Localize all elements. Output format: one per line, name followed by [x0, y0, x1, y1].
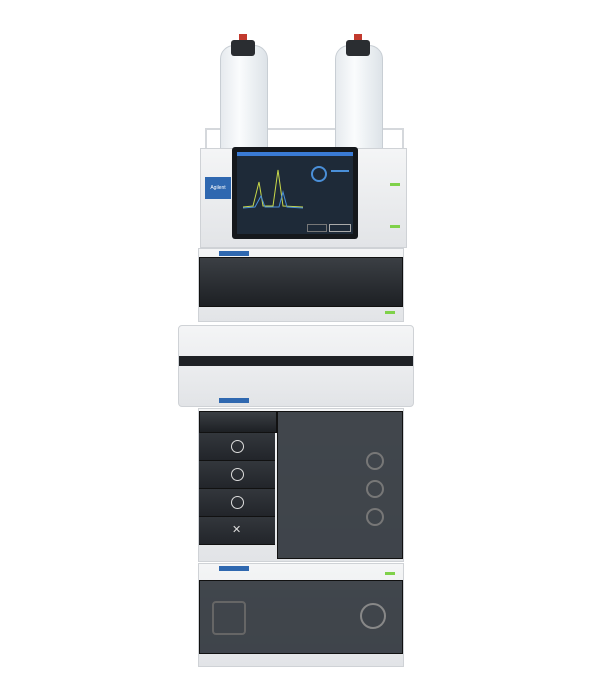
- instrument-touchscreen[interactable]: [232, 147, 358, 239]
- drawer-knob-icon: [231, 440, 244, 453]
- drawer-knob-icon: [231, 496, 244, 509]
- bottle-cap-right: [346, 40, 370, 56]
- pump-head-icon: [360, 603, 386, 629]
- viewing-window[interactable]: [277, 411, 403, 559]
- drawer-top: [199, 411, 277, 433]
- front-panel[interactable]: [199, 257, 403, 307]
- trace-blue: [243, 190, 303, 209]
- drawer-knob-icon: [231, 468, 244, 481]
- x-mark-icon: ✕: [232, 524, 242, 536]
- status-led: [390, 183, 400, 186]
- screen-title-bar: [237, 152, 353, 156]
- valve-icon: [366, 508, 384, 526]
- flowcell-icon: [212, 601, 246, 635]
- detector-module: [198, 563, 404, 667]
- drawer-4[interactable]: ✕: [199, 517, 275, 545]
- solvent-bottle-right: [335, 45, 383, 157]
- status-led: [390, 225, 400, 228]
- drawer-1[interactable]: [199, 433, 275, 461]
- brand-logo: Agilent: [205, 177, 231, 199]
- solvent-bottle-left: [220, 45, 268, 157]
- module-label: [219, 566, 249, 571]
- status-led: [385, 311, 395, 314]
- autosampler-module: [178, 325, 414, 407]
- trace-yellow: [243, 169, 303, 208]
- chromatogram-plot: [243, 169, 303, 209]
- status-led: [385, 572, 395, 575]
- drawer-3[interactable]: [199, 489, 275, 517]
- degasser-module: [198, 248, 404, 322]
- valve-icon: [366, 452, 384, 470]
- module-label: [219, 251, 249, 256]
- solvent-tray: [205, 128, 404, 152]
- bottle-cap-right-tab: [354, 34, 362, 40]
- screen-display: [237, 152, 353, 234]
- flow-bar: [331, 170, 349, 172]
- start-button[interactable]: [329, 224, 351, 232]
- bottle-cap-left: [231, 40, 255, 56]
- module-label: [219, 398, 249, 403]
- stop-button[interactable]: [307, 224, 327, 232]
- detector-window[interactable]: [199, 580, 403, 654]
- column-compartment-module: ✕: [198, 408, 404, 562]
- bottle-cap-left-tab: [239, 34, 247, 40]
- front-stripe: [179, 356, 413, 366]
- drawer-2[interactable]: [199, 461, 275, 489]
- pressure-gauge-icon: [311, 166, 327, 182]
- valve-icon: [366, 480, 384, 498]
